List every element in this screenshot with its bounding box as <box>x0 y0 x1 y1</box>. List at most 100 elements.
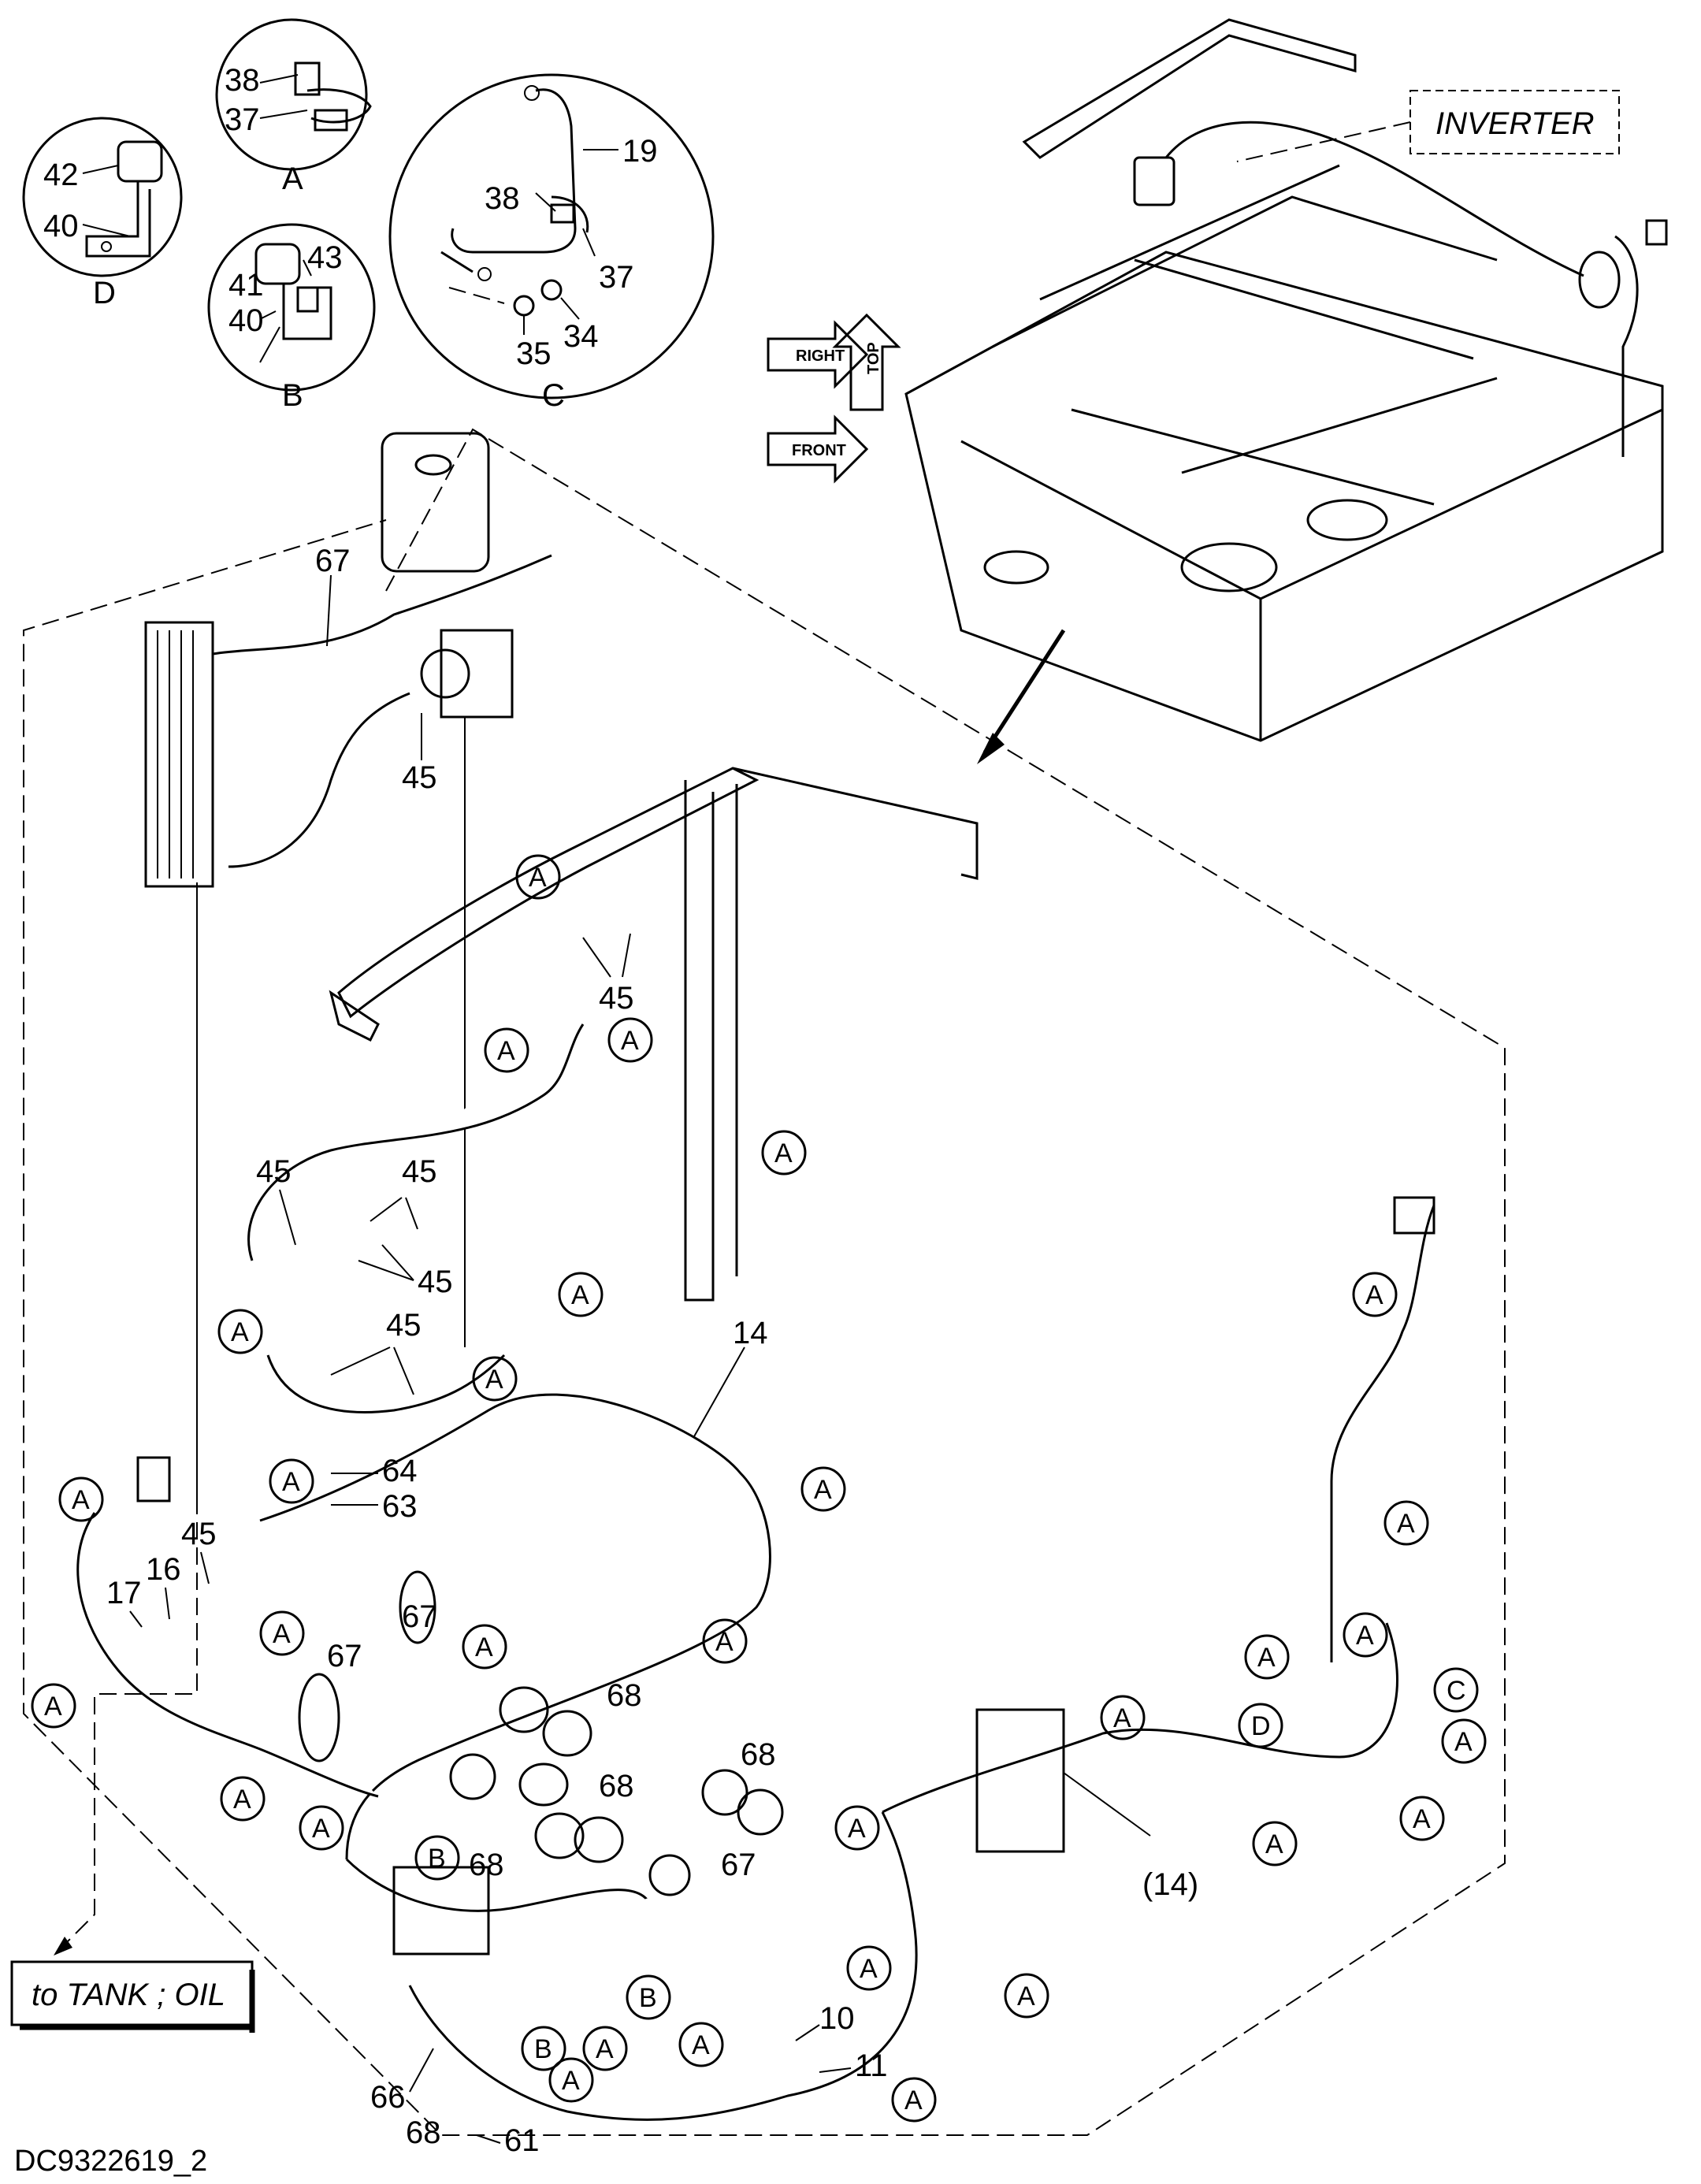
callout-b: B <box>626 1974 671 2020</box>
svg-text:A: A <box>814 1475 832 1505</box>
orientation-right-label: RIGHT <box>796 347 845 365</box>
callout-a: A <box>834 1805 880 1851</box>
svg-text:A: A <box>774 1138 793 1168</box>
callout-a: A <box>484 1027 529 1073</box>
svg-text:A: A <box>231 1317 249 1347</box>
detail-c: 19 38 37 35 34 C <box>388 73 715 413</box>
detail-c-part-37: 37 <box>599 260 634 295</box>
detail-c-part-35: 35 <box>516 336 552 371</box>
callout-b: B <box>521 2026 566 2071</box>
part-68-c: 68 <box>741 1737 776 1772</box>
callout-a: A <box>800 1466 846 1512</box>
svg-text:A: A <box>571 1280 589 1310</box>
callout-d: D <box>1238 1703 1283 1748</box>
svg-text:A: A <box>1113 1703 1131 1733</box>
svg-text:A: A <box>848 1814 866 1844</box>
part-14: 14 <box>733 1316 768 1350</box>
part-68-a: 68 <box>607 1678 642 1713</box>
svg-text:A: A <box>475 1632 493 1662</box>
svg-text:A: A <box>485 1365 503 1395</box>
svg-text:A: A <box>1413 1804 1431 1834</box>
callout-a: A <box>31 1683 76 1729</box>
callout-b: B <box>414 1835 460 1881</box>
svg-text:D: D <box>1251 1711 1271 1741</box>
callout-a: A <box>1441 1718 1487 1764</box>
svg-text:C: C <box>1447 1676 1466 1706</box>
orientation-top-label: TOP <box>865 342 882 374</box>
callout-a: A <box>515 854 561 900</box>
part-45-plug: 45 <box>181 1517 217 1551</box>
detail-d: 42 40 D <box>22 117 183 310</box>
support-arm <box>329 767 979 1302</box>
callout-a: A <box>259 1610 305 1656</box>
callout-a: A <box>1252 1821 1298 1866</box>
svg-text:A: A <box>1017 1982 1035 2011</box>
svg-text:A: A <box>692 2030 710 2060</box>
part-16: 16 <box>146 1552 181 1587</box>
callout-a: A <box>299 1805 344 1851</box>
detail-b-part-43: 43 <box>307 240 343 275</box>
callout-a: A <box>472 1356 518 1402</box>
part-45-mid: 45 <box>418 1265 453 1299</box>
detail-a-letter: A <box>282 162 303 196</box>
callout-a: A <box>1399 1796 1445 1841</box>
callout-a: A <box>761 1130 807 1176</box>
callout-a: A <box>702 1618 748 1664</box>
svg-text:A: A <box>312 1814 330 1844</box>
callout-a: A <box>582 2026 628 2071</box>
part-14-ref: (14) <box>1142 1867 1198 1902</box>
detail-d-part-40: 40 <box>43 209 79 243</box>
detail-d-letter: D <box>93 276 116 310</box>
svg-text:A: A <box>1265 1829 1283 1859</box>
svg-text:B: B <box>534 2034 552 2064</box>
frame-assembly: INVERTER <box>904 18 1668 764</box>
svg-text:A: A <box>72 1485 90 1515</box>
svg-text:A: A <box>497 1036 515 1066</box>
detail-d-part-42: 42 <box>43 158 79 192</box>
part-67-clip-b: 67 <box>327 1639 362 1673</box>
svg-text:A: A <box>621 1026 639 1056</box>
orientation-arrows: RIGHT FRONT TOP <box>767 313 901 484</box>
part-45-arm: 45 <box>599 981 634 1016</box>
callouts: A A A A A A A A A A A A A A A A A A A A … <box>31 854 1487 2123</box>
svg-text:A: A <box>233 1785 251 1814</box>
svg-text:A: A <box>282 1467 300 1497</box>
callout-a: A <box>607 1017 653 1063</box>
part-66: 66 <box>370 2080 406 2115</box>
callout-a: A <box>548 2057 594 2103</box>
callout-a: A <box>462 1624 507 1670</box>
svg-text:A: A <box>860 1954 878 1984</box>
detail-b-letter: B <box>282 378 303 413</box>
detail-b-part-41: 41 <box>228 268 264 303</box>
section-boundary <box>23 428 1506 2136</box>
callout-a: A <box>269 1458 314 1504</box>
part-68-e: 68 <box>406 2115 441 2150</box>
svg-text:A: A <box>596 2034 614 2064</box>
part-67-top: 67 <box>315 544 351 578</box>
svg-text:A: A <box>273 1619 291 1649</box>
detail-c-part-38: 38 <box>485 181 520 216</box>
orientation-front-label: FRONT <box>792 442 846 459</box>
callout-a: A <box>891 2077 937 2123</box>
callout-a: A <box>58 1476 104 1522</box>
callout-a: A <box>1004 1973 1049 2019</box>
svg-text:B: B <box>428 1844 446 1874</box>
svg-text:A: A <box>1257 1643 1276 1673</box>
svg-text:A: A <box>1356 1621 1374 1651</box>
svg-text:A: A <box>1454 1727 1473 1757</box>
detail-c-letter: C <box>542 378 565 413</box>
tank-oil-label: to TANK ; OIL <box>32 1978 225 2012</box>
part-45-lower: 45 <box>386 1308 422 1343</box>
part-45-upper: 45 <box>402 1154 437 1189</box>
callout-a: A <box>1100 1695 1146 1740</box>
callout-a: A <box>678 2022 724 2067</box>
callout-a: A <box>217 1309 263 1354</box>
svg-text:A: A <box>562 2066 580 2096</box>
detail-a-part-37: 37 <box>225 102 260 137</box>
part-11: 11 <box>855 2048 888 2083</box>
part-68-b: 68 <box>599 1769 634 1803</box>
part-63: 63 <box>382 1489 418 1524</box>
radiator-assembly <box>144 432 552 1497</box>
detail-b: 41 43 40 B <box>207 223 376 413</box>
detail-c-part-34: 34 <box>563 319 599 354</box>
